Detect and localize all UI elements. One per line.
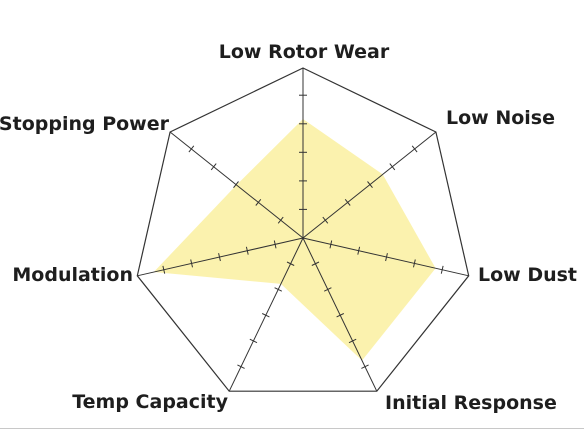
tick-stopping-power-1	[277, 216, 284, 224]
tick-low-noise-2	[344, 198, 351, 206]
axis-label-stopping-power: Stopping Power	[0, 113, 170, 135]
tick-stopping-power-4	[210, 163, 217, 171]
tick-low-noise-4	[389, 163, 396, 171]
tick-stopping-power-2	[255, 198, 262, 206]
axis-label-temp-capacity: Temp Capacity	[72, 391, 228, 413]
axis-label-low-noise: Low Noise	[446, 107, 555, 129]
tick-low-noise-3	[367, 181, 373, 189]
axis-label-modulation: Modulation	[12, 264, 133, 286]
tick-modulation-3	[218, 253, 221, 262]
tick-initial-response-3	[336, 313, 345, 318]
radar-outer-frame	[136, 67, 470, 392]
axis-label-initial-response: Initial Response	[385, 392, 557, 414]
tick-stopping-power-5	[188, 145, 195, 153]
tick-modulation-5	[162, 265, 166, 274]
axis-label-low-dust: Low Dust	[478, 264, 577, 286]
tick-temp-capacity-1	[286, 261, 295, 266]
tick-initial-response-2	[323, 287, 332, 292]
tick-modulation-4	[190, 259, 193, 268]
tick-low-noise-5	[411, 145, 418, 153]
tick-initial-response-1	[311, 261, 320, 266]
tick-temp-capacity-3	[261, 313, 270, 318]
tick-modulation-1	[273, 240, 277, 249]
tick-low-dust-1	[329, 240, 333, 249]
tick-low-dust-5	[440, 265, 444, 274]
axis-label-low-rotor-wear: Low Rotor Wear	[219, 41, 390, 63]
radar-frame-layer	[136, 67, 470, 392]
tick-temp-capacity-5	[237, 364, 245, 369]
tick-low-noise-1	[322, 216, 329, 224]
tick-initial-response-5	[361, 364, 369, 369]
tick-low-dust-4	[413, 259, 416, 268]
tick-low-dust-2	[357, 246, 361, 255]
tick-initial-response-4	[348, 338, 357, 344]
tick-temp-capacity-2	[274, 287, 283, 292]
tick-modulation-2	[245, 246, 249, 255]
tick-temp-capacity-4	[249, 338, 258, 344]
tick-stopping-power-3	[233, 181, 239, 189]
tick-low-dust-3	[385, 253, 388, 262]
bottom-divider	[0, 428, 584, 429]
